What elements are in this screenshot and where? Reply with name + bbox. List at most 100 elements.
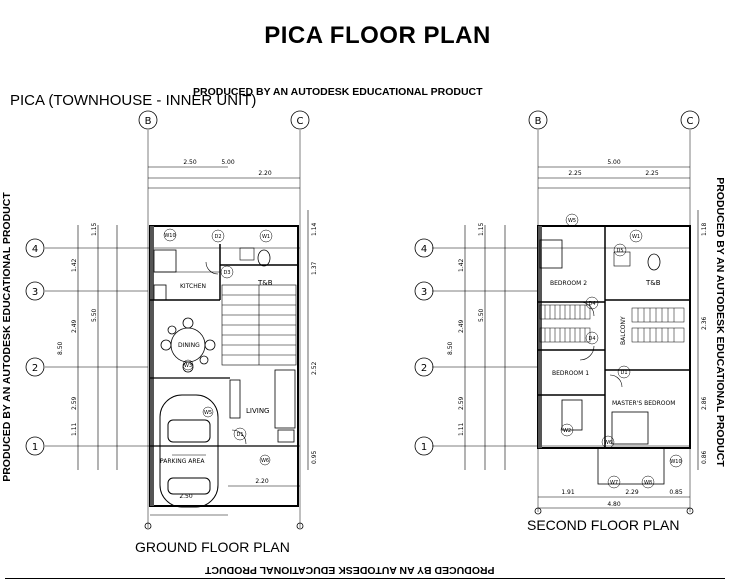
plan-subtitle: PICA (TOWNHOUSE - INNER UNIT) [10, 92, 257, 109]
gf-tag-d3: D3 [223, 270, 230, 276]
gf-sofa [274, 369, 296, 429]
gf-room-dining: DINING [178, 342, 200, 349]
sf-bottom-dimensions: 1.91 2.29 0.85 4.80 [538, 489, 690, 509]
gf-tag-d1: D1 [236, 432, 243, 438]
gf-left-dim-4: 8.50 [57, 341, 64, 355]
sf-left-dim-7: 5.50 [478, 308, 485, 322]
gf-right-dimensions: 1.14 1.37 2.52 0.95 [307, 210, 318, 470]
sf-right-dim-4: 0.86 [701, 450, 708, 464]
sf-left-dim-5: 2.59 [458, 396, 465, 410]
gf-room-living: LIVING [246, 407, 269, 415]
gf-top-dim-1: 2.50 [183, 159, 197, 166]
sf-grid-bubble-2: 2 [414, 357, 434, 377]
sf-bed-bedroom1 [561, 399, 583, 431]
gf-bottom-dim-2: 2.50 [179, 493, 193, 500]
sf-tag-w7: W7 [610, 480, 618, 486]
sf-left-dim-3: 2.49 [458, 319, 465, 333]
gf-bottom-dimensions: 2.20 2.50 [150, 478, 300, 516]
gf-right-dim-4: 0.95 [311, 450, 318, 464]
sf-tag-w1: W1 [632, 234, 640, 240]
gf-tag-w1: W1 [262, 234, 270, 240]
svg-text:3: 3 [32, 287, 38, 298]
watermark-top: PRODUCED BY AN AUTODESK EDUCATIONAL PROD… [193, 86, 483, 98]
gf-left-dim-7: 5.50 [91, 308, 98, 322]
page-title: PICA FLOOR PLAN [264, 22, 491, 49]
gf-column-c [296, 522, 304, 530]
gf-lavatory [239, 247, 255, 261]
gf-top-dim-3: 2.20 [258, 170, 272, 177]
sf-bottom-dim-3: 0.85 [669, 489, 683, 496]
gf-dining-table [160, 317, 216, 373]
sf-right-dimensions: 1.18 2.36 2.86 0.86 [697, 210, 708, 470]
gf-tag-w5: W5 [204, 410, 212, 416]
gf-tags: W10 D2 W1 D3 W3 W5 D1 W6 [163, 228, 273, 466]
sf-left-dim-2: 1.42 [458, 258, 465, 272]
gf-left-dimensions: 1.15 1.42 2.49 8.50 2.59 1.11 5.50 [57, 222, 118, 470]
sf-grid-bubble-3: 3 [414, 281, 434, 301]
ground-floor-plan: B C 4 3 2 1 2.50 5.00 2.20 [25, 110, 318, 530]
svg-text:2: 2 [32, 363, 38, 374]
grid-bubble-4: 4 [25, 238, 45, 258]
gf-bottom-dim-1: 2.20 [255, 478, 269, 485]
gf-sink [153, 284, 167, 301]
sf-bedroom1-door-swing [579, 345, 595, 361]
gf-top-dim-2: 5.00 [221, 159, 235, 166]
gf-toilet [257, 249, 271, 267]
sf-closets [539, 304, 685, 343]
gf-main-door-swing [231, 429, 247, 445]
sf-left-dimensions: 1.15 1.42 2.49 8.50 2.59 1.11 5.50 [447, 222, 506, 470]
sf-top-dimensions: 5.00 2.25 2.25 [538, 159, 690, 189]
svg-text:1: 1 [32, 442, 38, 453]
bottom-rule [5, 578, 725, 579]
sf-right-dim-3: 2.86 [701, 396, 708, 410]
sf-tag-d4-b: D4 [588, 336, 595, 342]
sf-master-door-swing [609, 374, 623, 388]
gf-top-dimensions: 2.50 5.00 2.20 [148, 159, 300, 189]
sf-tag-w2: W2 [563, 428, 571, 434]
grid-bubble-2: 2 [25, 357, 45, 377]
sf-tag-w5: W5 [568, 218, 576, 224]
sf-grid-bubble-4: 4 [414, 238, 434, 258]
gf-right-dim-2: 1.37 [311, 261, 318, 275]
sf-tag-w8: W8 [644, 480, 652, 486]
sf-bed-bedroom2 [539, 239, 563, 269]
svg-text:C: C [297, 116, 304, 127]
sf-top-dim-1: 5.00 [607, 159, 621, 166]
grid-bubble-c: C [290, 110, 310, 130]
sf-grid-bubble-b: B [528, 110, 548, 130]
gf-room-kitchen: KITCHEN [180, 283, 206, 290]
svg-text:4: 4 [32, 244, 38, 255]
sf-tag-d5: D5 [616, 248, 623, 254]
sf-grid-bubble-c: C [680, 110, 700, 130]
sf-bed-master [611, 411, 649, 445]
sf-room-bedroom1: BEDROOM 1 [552, 370, 589, 377]
gf-right-dim-1: 1.14 [311, 222, 318, 236]
sf-lower-roof-outline [597, 447, 665, 485]
svg-text:B: B [145, 116, 152, 127]
gf-tag-w3: W3 [184, 363, 192, 369]
svg-text:3: 3 [421, 287, 427, 298]
sf-right-dim-2: 2.36 [701, 316, 708, 330]
sf-right-dim-1: 1.18 [701, 222, 708, 236]
sf-tag-w10: W10 [670, 459, 681, 465]
gf-room-parking: PARKING AREA [160, 458, 205, 465]
sf-bottom-dim-1: 1.91 [561, 489, 575, 496]
sf-left-dim-4: 8.50 [447, 341, 454, 355]
gf-column-b [144, 522, 152, 530]
svg-text:2: 2 [421, 363, 427, 374]
gf-car [159, 394, 219, 508]
sf-room-tb: T&B [645, 279, 661, 287]
ground-floor-label: GROUND FLOOR PLAN [135, 539, 290, 555]
gf-left-dim-5: 2.59 [71, 396, 78, 410]
sf-tag-w6: W6 [604, 440, 612, 446]
gf-tag-d2: D2 [214, 234, 221, 240]
gf-stove [153, 249, 177, 273]
sf-tag-d1: D1 [620, 370, 627, 376]
sf-column-b [534, 507, 542, 515]
sf-bedroom2-door-swing [579, 301, 595, 317]
sf-top-dim-3: 2.25 [645, 170, 659, 177]
sf-room-master: MASTER'S BEDROOM [612, 400, 675, 407]
sf-left-dim-1: 1.15 [478, 222, 485, 236]
sf-room-balcony: BALCONY [620, 316, 627, 345]
sf-top-dim-2: 2.25 [568, 170, 582, 177]
